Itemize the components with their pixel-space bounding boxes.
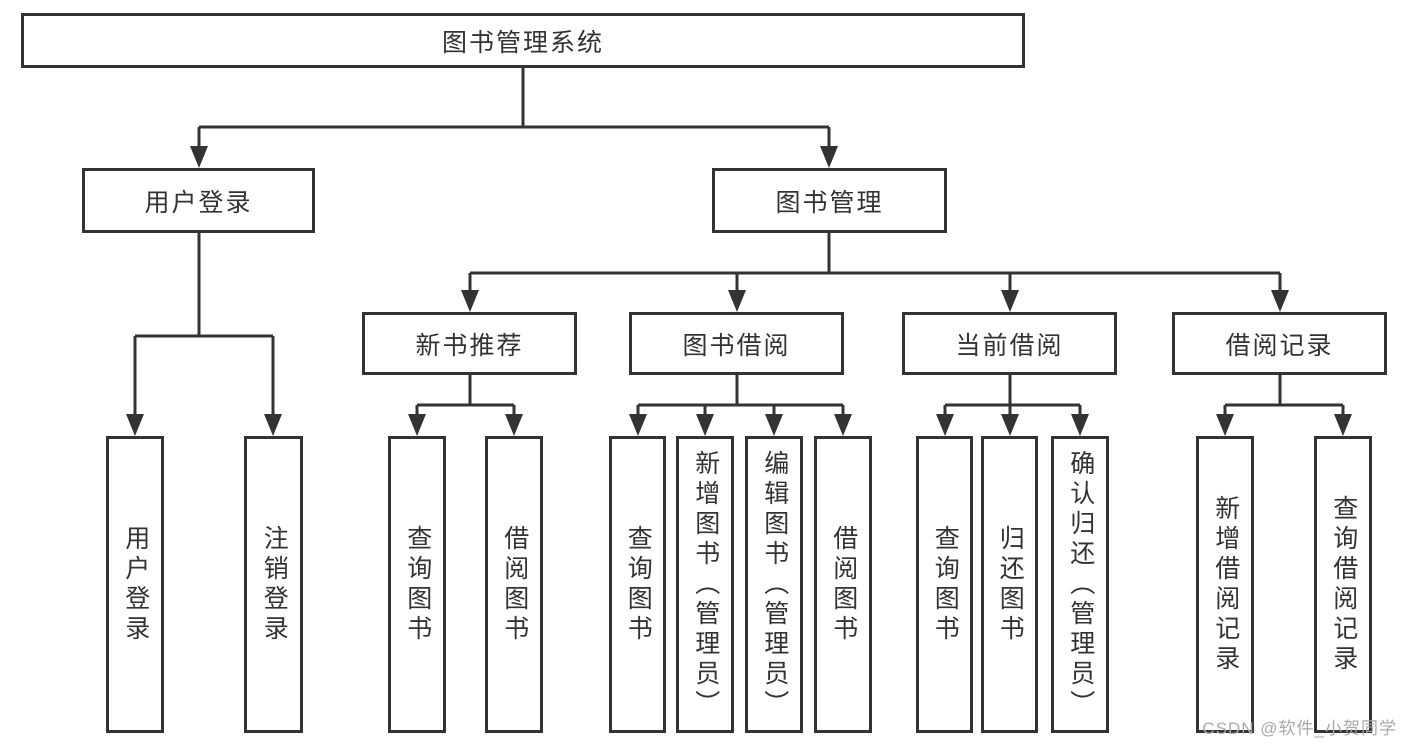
connector-book-management-to-level3	[461, 233, 1289, 312]
connector-current-borrow-to-leaves	[936, 375, 1089, 436]
leaf-user-login: 用户登录	[106, 436, 164, 733]
connector-new-book-recommend-to-leaves	[408, 375, 523, 436]
leaf-edit-books-admin-label: 编辑图书（管理员）	[760, 449, 789, 720]
leaf-borrow-books-label: 借阅图书	[829, 524, 858, 645]
csdn-watermark: CSDN @软件_小贺同学	[1202, 719, 1397, 738]
leaf-query-books-borrow-label: 查询图书	[624, 524, 653, 645]
connector-root-to-level2	[190, 68, 838, 168]
leaf-add-books-admin-label: 新增图书（管理员）	[691, 449, 720, 720]
leaf-logout-login-label: 注销登录	[260, 524, 289, 645]
leaf-query-books-current: 查询图书	[916, 436, 973, 733]
leaf-query-borrow-record-label: 查询借阅记录	[1329, 494, 1358, 675]
leaf-confirm-return-admin: 确认归还（管理员）	[1051, 436, 1109, 733]
leaf-logout-login: 注销登录	[244, 436, 303, 733]
leaf-query-borrow-record: 查询借阅记录	[1314, 436, 1372, 733]
leaf-return-books: 归还图书	[981, 436, 1038, 733]
connector-book-borrow-to-leaves	[629, 375, 852, 436]
node-new-book-recommend: 新书推荐	[362, 312, 577, 375]
leaf-borrow-books: 借阅图书	[814, 436, 872, 733]
leaf-return-books-label: 归还图书	[996, 524, 1025, 645]
node-book-borrow: 图书借阅	[629, 312, 844, 375]
leaf-confirm-return-admin-label: 确认归还（管理员）	[1066, 449, 1095, 720]
leaf-query-books-borrow: 查询图书	[609, 436, 666, 733]
leaf-user-login-label: 用户登录	[121, 524, 150, 645]
leaf-query-books-recommend-label: 查询图书	[403, 524, 432, 645]
connector-user-login-to-leaves	[126, 233, 282, 436]
leaf-borrow-books-recommend-label: 借阅图书	[500, 524, 529, 645]
node-book-management: 图书管理	[712, 168, 947, 233]
node-library-management-system: 图书管理系统	[21, 13, 1025, 68]
node-borrow-records: 借阅记录	[1172, 312, 1387, 375]
leaf-query-books-current-label: 查询图书	[931, 524, 960, 645]
leaf-add-borrow-record-label: 新增借阅记录	[1211, 494, 1240, 675]
leaf-borrow-books-recommend: 借阅图书	[485, 436, 543, 733]
node-current-borrow: 当前借阅	[902, 312, 1117, 375]
leaf-query-books-recommend: 查询图书	[388, 436, 446, 733]
connector-borrow-records-to-leaves	[1216, 375, 1352, 436]
leaf-add-books-admin: 新增图书（管理员）	[676, 436, 734, 733]
leaf-edit-books-admin: 编辑图书（管理员）	[745, 436, 803, 733]
node-user-login: 用户登录	[82, 168, 315, 233]
leaf-add-borrow-record: 新增借阅记录	[1196, 436, 1254, 733]
